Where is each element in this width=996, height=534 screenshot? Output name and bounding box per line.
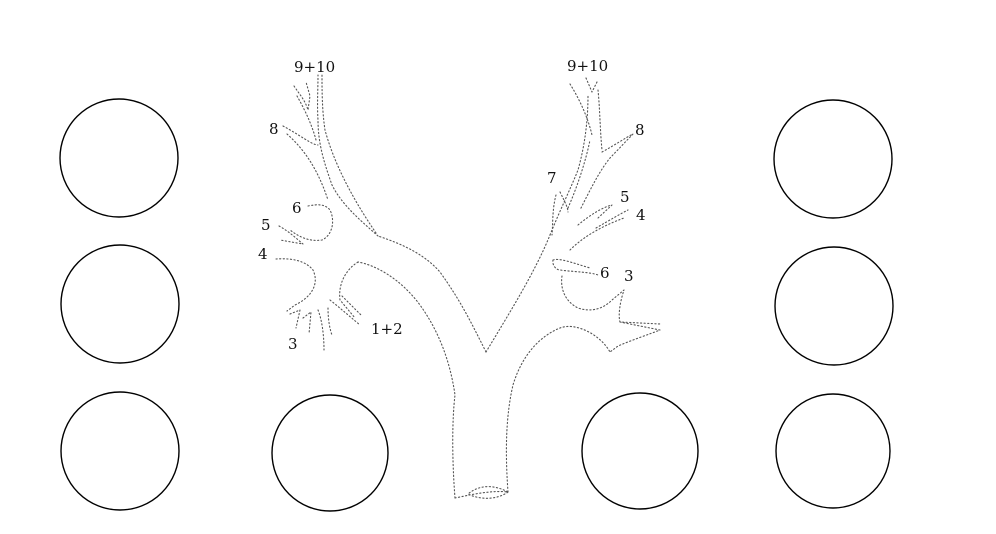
label-right-8: 8: [635, 121, 645, 139]
left-branch-1-2: [329, 261, 363, 326]
trachea-left-lower-wall: [357, 261, 456, 499]
left-branch-3: [289, 307, 333, 351]
left-trunk-inner: [321, 74, 377, 234]
left-branch-8: [282, 125, 329, 201]
left-branch-4: [275, 258, 316, 312]
circle-left-top: [59, 98, 179, 218]
circle-left-bottom: [60, 391, 180, 511]
right-trunk-inner: [567, 139, 591, 209]
circle-right-top: [773, 99, 893, 219]
right-branch-8: [579, 133, 634, 211]
right-trunk-outer: [549, 94, 589, 236]
label-left-9-10: 9+10: [294, 58, 335, 76]
circle-center-left-bottom: [271, 394, 389, 512]
label-right-3: 3: [624, 267, 634, 285]
right-branch-5: [577, 204, 613, 226]
right-branch-6: [552, 258, 599, 276]
left-branch-6: [289, 204, 334, 241]
right-branch-3: [561, 275, 661, 325]
left-trunk-outer: [317, 74, 379, 237]
circle-right-bottom: [775, 393, 891, 509]
circle-center-right-bottom: [581, 392, 699, 510]
label-left-6: 6: [292, 199, 302, 217]
label-right-6: 6: [600, 264, 610, 282]
trachea-right-lower-wall: [505, 325, 611, 493]
labels: 9+10 8 6 5 4 3 1+2 9+10 8 7 5 4 6 3: [258, 57, 646, 353]
trachea-right-wall: [485, 234, 551, 353]
label-right-4: 4: [636, 206, 646, 224]
left-branch-5: [278, 225, 304, 245]
trachea-bottom-ring: [454, 486, 509, 499]
right-branch-9-10: [569, 77, 603, 151]
label-left-8: 8: [269, 120, 279, 138]
right-branch-7: [551, 191, 569, 236]
bronchial-tree-outline: [275, 74, 661, 499]
label-left-3: 3: [288, 335, 298, 353]
left-branch-9-10: [293, 81, 311, 111]
label-left-4: 4: [258, 245, 268, 263]
label-left-1-2: 1+2: [371, 320, 403, 338]
circle-left-middle: [60, 244, 180, 364]
right-lower-branch: [609, 321, 661, 353]
left-branch-9-10-b: [296, 95, 317, 141]
label-left-5: 5: [261, 216, 271, 234]
right-branch-4: [569, 209, 629, 251]
label-right-9-10: 9+10: [567, 57, 608, 75]
circle-right-middle: [774, 246, 894, 366]
label-right-7: 7: [547, 169, 557, 187]
trachea-left-wall: [377, 235, 487, 353]
label-right-5: 5: [620, 188, 630, 206]
